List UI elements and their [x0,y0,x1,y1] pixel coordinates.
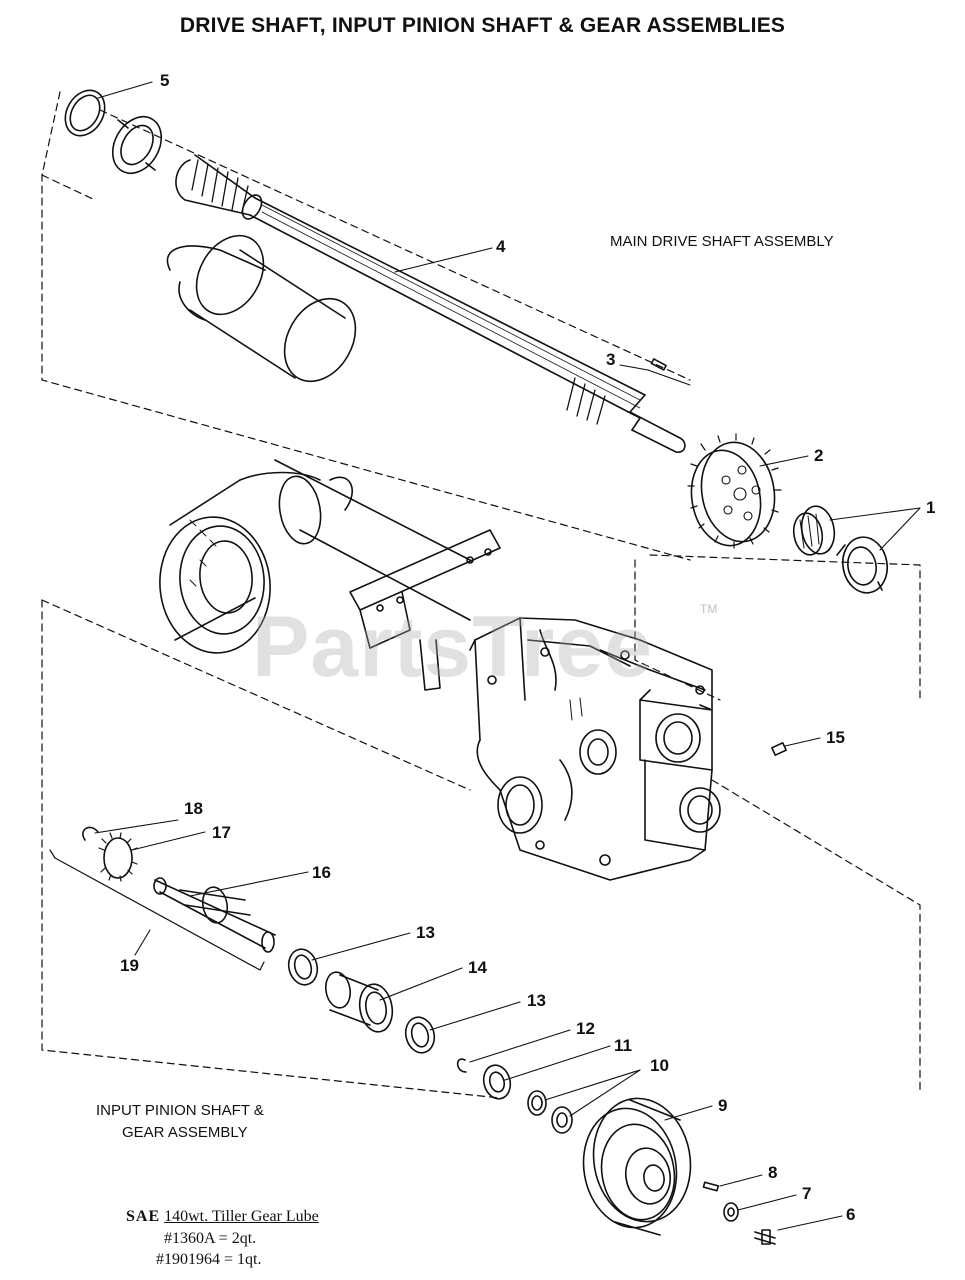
input-pinion-caption-line1: INPUT PINION SHAFT & [96,1102,264,1119]
callout-1: 1 [926,498,936,517]
callout-6: 6 [846,1205,856,1224]
part-19-bracket-line [49,849,265,971]
leader-lines [94,81,921,1231]
snap-ring-part-12 [456,1058,467,1073]
bearing-part-11 [482,1064,512,1100]
set-screw-part-15 [771,742,787,756]
callout-11: 11 [614,1036,632,1055]
callout-10: 10 [650,1056,669,1075]
callout-18: 18 [184,799,203,818]
retaining-ring-part-18 [82,826,99,841]
gear-part-2 [687,433,782,549]
lube-line-3: #1901964 = 1qt. [156,1251,262,1269]
callout-17: 17 [212,823,231,842]
callout-7: 7 [802,1184,812,1203]
key-part-3 [650,358,667,371]
housing-boundary [634,554,921,703]
snap-ring-part-5 [64,89,106,137]
washers-part-10 [527,1090,573,1134]
pinion-gear-part-17 [98,832,138,882]
trademark-mark: TM [700,602,718,616]
input-assembly-boundary [41,599,921,1099]
callout-3: 3 [606,350,616,369]
pinion-shaft-part-16 [153,877,276,953]
main-assembly-boundary [41,91,691,561]
lock-washer-part-7 [723,1202,739,1222]
diagram-title: DRIVE SHAFT, INPUT PINION SHAFT & GEAR A… [179,14,786,37]
main-drive-shaft-caption: MAIN DRIVE SHAFT ASSEMBLY [610,233,834,250]
bushing-part-14 [324,971,394,1033]
callout-12: 12 [576,1019,595,1038]
bearing-part-1 [792,505,889,594]
callout-2: 2 [814,446,824,465]
lube-line-2: #1360A = 2qt. [164,1229,257,1247]
tube-housing [159,234,501,691]
lube-product: 140wt. Tiller Gear Lube [164,1208,319,1225]
bolt-part-6 [754,1229,776,1245]
lube-line-1: SAE 140wt. Tiller Gear Lube [126,1206,396,1228]
callout-15: 15 [826,728,845,747]
callout-5: 5 [160,71,170,90]
callout-13-lower: 13 [527,991,546,1010]
callout-14: 14 [468,958,487,977]
callout-4: 4 [496,237,506,256]
partstree-watermark: PartsTree [252,599,654,695]
callout-13-upper: 13 [416,923,435,942]
gearbox-housing [469,617,721,881]
washer-part-13-lower [404,1016,436,1054]
lube-note: SAE 140wt. Tiller Gear Lube #1360A = 2qt… [126,1206,396,1271]
callout-16: 16 [312,863,331,882]
bearing-cup-upper [111,115,163,175]
callout-9: 9 [718,1096,728,1115]
input-pinion-caption-line2: GEAR ASSEMBLY [122,1124,248,1141]
callout-19: 19 [120,956,139,975]
key-part-8 [702,1181,720,1192]
lube-sae: SAE [126,1208,161,1225]
callout-8: 8 [768,1163,778,1182]
pulley-part-9 [582,1097,692,1236]
washer-part-13-upper [287,948,319,986]
drive-shaft-part-4 [175,154,686,453]
